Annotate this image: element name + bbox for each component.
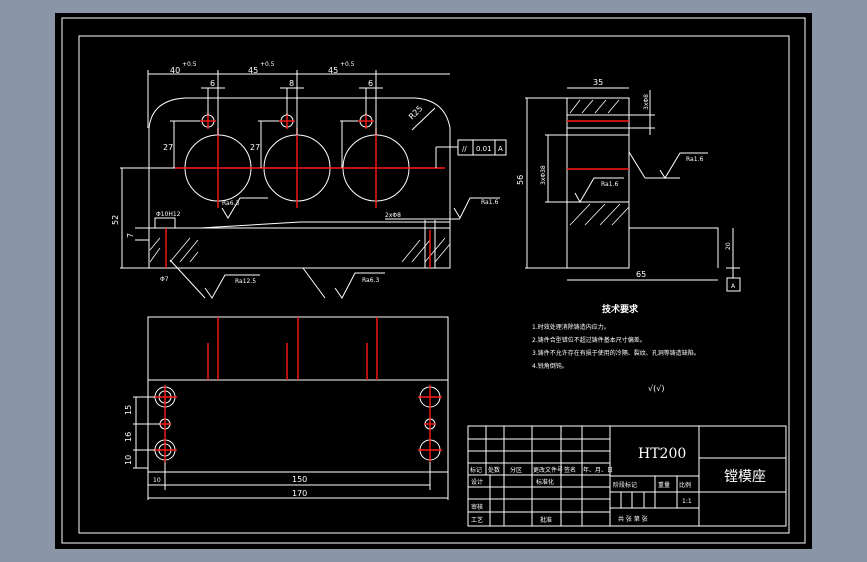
dim-thru: Φ7 <box>160 276 169 283</box>
cad-drawing: 40 45 45 +0.5 +0.5 +0.5 6 8 6 27 27 R25 … <box>61 17 806 544</box>
dim-height-2: 27 <box>250 143 260 152</box>
svg-text:Ra1.6: Ra1.6 <box>686 156 703 163</box>
dim-hole-span: 150 <box>292 475 307 484</box>
drawing-title: 镗模座 <box>724 469 766 485</box>
inner-frame <box>78 35 790 534</box>
dim-slot: 3xΦ8 <box>643 94 650 110</box>
dim-cbore: Φ10H12 <box>156 211 181 218</box>
dim-radius: R25 <box>407 104 425 122</box>
side-view: 35 56 3xΦ38 3xΦ8 65 20 A Ra1.6 Ra1.6 <box>516 78 741 292</box>
dim-bore: 3xΦ38 <box>540 165 547 185</box>
tb-label: 年、月、日 <box>583 466 613 474</box>
tb-label: 签名 <box>564 466 576 474</box>
roughness-symbol: Ra12.5 <box>169 259 260 299</box>
dim-pitch-2: 45 <box>248 66 258 75</box>
tb-standard: 标准化 <box>536 478 554 486</box>
dim-base-height: 52 <box>111 215 120 225</box>
svg-text:+0.5: +0.5 <box>182 61 197 68</box>
dim-base-step: 20 <box>725 242 732 250</box>
tolerance-frame <box>457 139 507 156</box>
dim-d2: 16 <box>124 432 133 442</box>
tech-item: 4.锐角倒钝。 <box>532 362 568 370</box>
tb-design: 设计 <box>471 478 483 486</box>
hatch-right <box>401 237 451 263</box>
tech-item: 1.时效处理消除铸造内应力。 <box>532 323 610 331</box>
dim-pitch-1: 40 <box>170 66 180 75</box>
dim-small-hole-3: 6 <box>368 79 373 88</box>
dim-bore: 2xΦ8 <box>385 212 401 219</box>
outer-frame <box>61 17 806 544</box>
dim-width-top: 35 <box>593 78 603 87</box>
drawing-sheet: 40 45 45 +0.5 +0.5 +0.5 6 8 6 27 27 R25 … <box>55 13 812 549</box>
dim-d3: 10 <box>124 455 133 465</box>
roughness-symbol: Ra1.6 <box>574 177 624 204</box>
roughness-symbol: Ra6.3 <box>302 267 385 299</box>
tb-process: 工艺 <box>471 516 483 524</box>
dim-overall-height: 56 <box>516 175 525 185</box>
dim-pitch-3: 45 <box>328 66 338 75</box>
tb-scale: 1:1 <box>682 498 692 505</box>
svg-text:Ra6.3: Ra6.3 <box>222 200 239 207</box>
tech-requirements: 技术要求 1.时效处理消除铸造内应力。 2.铸件合型错位不超过铸件基本尺寸偏差。… <box>532 303 700 393</box>
dim-left-offset: 10 <box>153 477 161 484</box>
tb-approve: 批准 <box>540 516 552 524</box>
tb-sheet: 共 张 第 张 <box>618 515 648 523</box>
svg-text:0.01: 0.01 <box>476 145 492 153</box>
svg-text:Ra12.5: Ra12.5 <box>235 278 256 285</box>
front-body-outline <box>148 97 451 269</box>
dim-step: 7 <box>126 233 135 238</box>
top-view: 15 16 10 10 150 170 <box>124 316 449 500</box>
material: HT200 <box>638 446 686 462</box>
tb-stage: 阶段标记 <box>613 481 637 489</box>
tb-label: 更改文件号 <box>533 466 563 474</box>
svg-text:+0.5: +0.5 <box>260 61 275 68</box>
roughness-symbol: Ra1.6 <box>628 151 708 179</box>
svg-text:A: A <box>498 145 503 153</box>
dim-d1: 15 <box>124 405 133 415</box>
dim-height-1: 27 <box>163 143 173 152</box>
tb-scale-label: 比例 <box>679 481 691 489</box>
tb-label: 分区 <box>510 466 522 474</box>
hatch-left <box>149 237 199 263</box>
tech-item: 2.铸件合型错位不超过铸件基本尺寸偏差。 <box>532 336 646 344</box>
svg-text:Ra1.6: Ra1.6 <box>481 199 498 206</box>
tb-label: 处数 <box>488 466 500 474</box>
datum-box <box>726 277 741 292</box>
svg-text:Ra1.6: Ra1.6 <box>601 181 618 188</box>
tech-title: 技术要求 <box>602 303 639 315</box>
title-block: 标记 处数 分区 更改文件号 签名 年、月、日 设计 标准化 审核 工艺 批准 … <box>467 425 787 527</box>
svg-text://: // <box>462 145 467 153</box>
dim-small-hole-1: 6 <box>210 79 215 88</box>
tb-review: 审核 <box>471 503 483 511</box>
front-view: 40 45 45 +0.5 +0.5 +0.5 6 8 6 27 27 R25 … <box>111 61 507 299</box>
svg-text:+0.5: +0.5 <box>340 61 355 68</box>
roughness-note: √(√) <box>648 384 664 393</box>
tech-item: 3.铸件不允许存在有损于使用的冷隔、裂纹、孔洞等铸造缺陷。 <box>532 349 700 357</box>
tb-label: 标记 <box>470 466 482 474</box>
tb-weight: 重量 <box>658 481 670 489</box>
dim-overall-length: 170 <box>292 489 307 498</box>
roughness-symbol: Ra6.3 <box>221 197 268 219</box>
svg-text:Ra6.3: Ra6.3 <box>362 277 379 284</box>
svg-text:A: A <box>731 283 736 290</box>
roughness-symbol: Ra1.6 <box>453 197 500 220</box>
hatch <box>569 99 630 226</box>
dim-base-width: 65 <box>636 270 646 279</box>
dim-small-hole-2: 8 <box>289 79 294 88</box>
